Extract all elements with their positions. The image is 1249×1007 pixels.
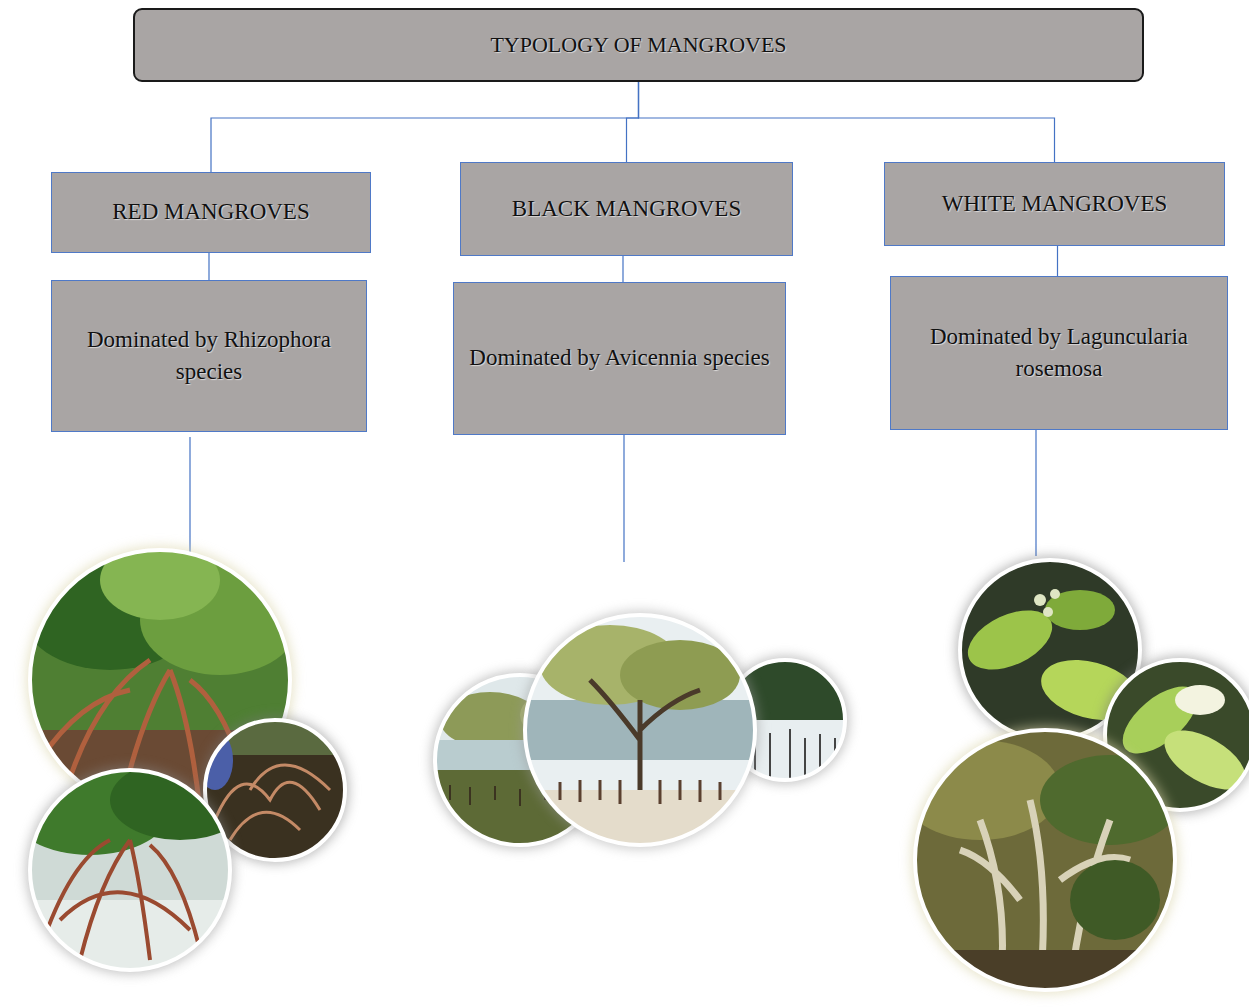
box-label: BLACK MANGROVES <box>512 193 741 225</box>
description-box: Dominated by Avicennia species <box>453 282 786 435</box>
box-label: Dominated by Avicennia species <box>469 342 769 374</box>
description-box: Dominated by Rhizophora species <box>51 280 367 432</box>
category-box: BLACK MANGROVES <box>460 162 793 256</box>
box-label: Dominated by Laguncularia rosemosa <box>903 321 1215 385</box>
description-box: Dominated by Laguncularia rosemosa <box>890 276 1228 430</box>
leader-line <box>1035 430 1036 556</box>
connector <box>211 82 639 172</box>
black-mangrove-photo <box>430 610 850 860</box>
leader-line <box>623 435 624 562</box>
connector <box>209 253 210 280</box>
connector <box>1057 246 1058 276</box>
white-mangrove-photo <box>900 556 1249 994</box>
red-mangrove-photo <box>10 540 350 980</box>
category-box: WHITE MANGROVES <box>884 162 1225 246</box>
box-label: WHITE MANGROVES <box>942 188 1168 220</box>
connector <box>639 82 1055 162</box>
leader-line <box>189 437 190 555</box>
root-box: TYPOLOGY OF MANGROVES <box>133 8 1144 82</box>
connector <box>627 82 639 162</box>
box-label: Dominated by Rhizophora species <box>64 324 354 388</box>
box-label: TYPOLOGY OF MANGROVES <box>490 30 786 61</box>
connector <box>623 256 624 282</box>
box-label: RED MANGROVES <box>112 196 309 228</box>
category-box: RED MANGROVES <box>51 172 371 253</box>
